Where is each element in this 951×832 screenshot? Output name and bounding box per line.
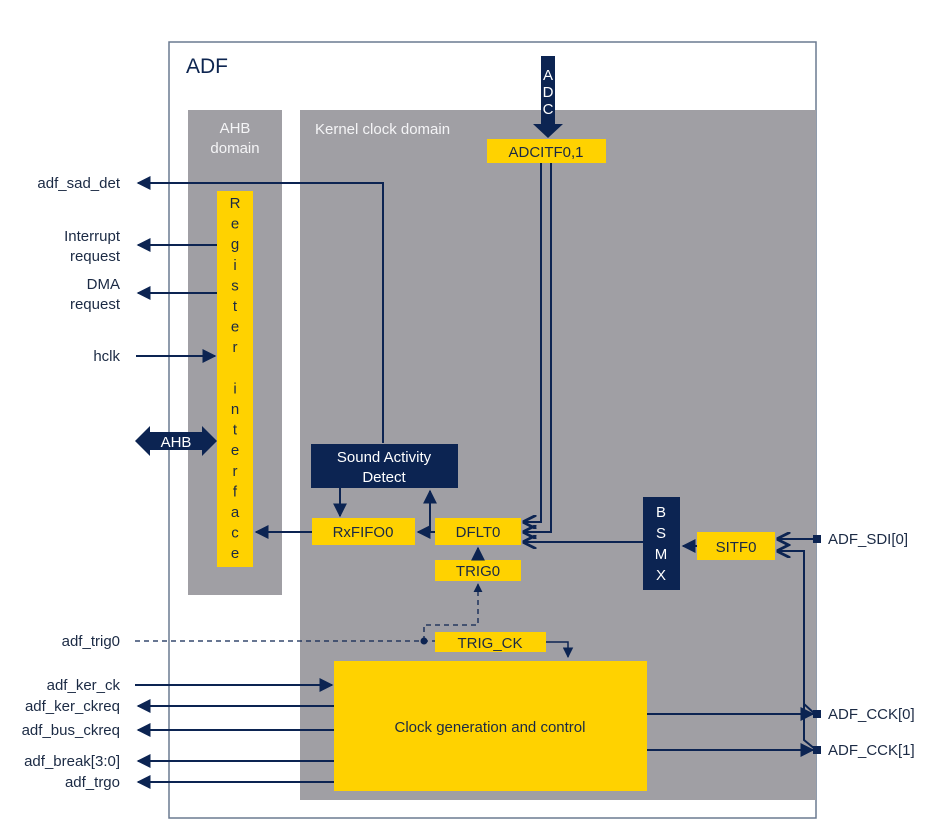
reg-letter: s [231,277,239,294]
reg-letter: e [231,216,239,233]
trig-ck-to-clockgen-line [546,641,574,659]
reg-letter: t [233,422,238,439]
reg-letter: e [231,319,239,336]
reg-letter: i [233,380,236,397]
signal-adf-cck0: ADF_CCK[0] [828,706,915,723]
adc-letter: A [543,67,553,84]
adcitf-to-dflt-line-1 [524,163,542,522]
sdi0-pin [813,535,821,543]
dflt-block[interactable] [435,518,521,545]
signal-adf-break: adf_break[3:0] [24,753,120,770]
signal-adf-sad-det: adf_sad_det [37,175,120,192]
signal-adf-sdi0: ADF_SDI[0] [828,531,908,548]
cck0-pin [813,710,821,718]
sound-activity-detect-block[interactable] [311,444,458,488]
reg-letter: i [233,257,236,274]
adc-input-label: ADC [543,67,554,118]
sitf-label: SITF0 [716,539,757,556]
reg-letter: r [233,463,238,480]
reg-letter: e [231,545,239,562]
signal-adf-bus-ckreq: adf_bus_ckreq [22,722,120,739]
bsmx-letter: X [656,567,666,584]
signal-adf-cck1: ADF_CCK[1] [828,742,915,759]
signal-adf-trig0: adf_trig0 [62,633,120,650]
ahb-domain-label-1: AHB [220,120,251,137]
reg-letter: g [231,236,239,253]
bsmx-block[interactable] [643,497,680,590]
signal-adf-ker-ck: adf_ker_ck [47,677,121,694]
register-interface-block[interactable] [217,191,253,567]
ahb-bus-label: AHB [161,434,192,451]
signal-dma-request-2: request [70,296,121,313]
adf-title: ADF [186,55,228,78]
trig0-block[interactable] [435,560,521,581]
sad-label-1: Sound Activity [337,449,432,466]
sad-det-line [136,176,384,443]
signal-hclk: hclk [93,348,120,365]
adcitf-to-dflt-line-2 [524,163,552,532]
reg-letter: R [230,195,241,212]
reg-letter: r [233,339,238,356]
cck1-pin [813,746,821,754]
reg-letter: c [231,525,239,542]
clock-generation-label: Clock generation and control [395,719,586,736]
ahb-bus-arrow[interactable] [135,426,217,456]
signal-dma-request-1: DMA [87,276,120,293]
trig0-label: TRIG0 [456,563,500,580]
ahb-domain-label-2: domain [210,140,259,157]
reg-letter: a [231,504,240,521]
cck-feedback-line [778,551,805,713]
bsmx-letter: S [656,525,666,542]
reg-letter: e [231,442,239,459]
trig-ck-block[interactable] [435,632,546,652]
trig0-dashed-up [423,583,483,641]
bsmx-letter: B [656,504,666,521]
adcitf-label: ADCITF0,1 [508,144,583,161]
dflt-label: DFLT0 [456,524,501,541]
adc-letter: C [543,101,554,118]
bsmx-letter: M [655,546,668,563]
sitf-block[interactable] [697,532,775,560]
trig-ck-label: TRIG_CK [457,635,522,652]
signal-interrupt-request-1: Interrupt [64,228,121,245]
kernel-domain-label: Kernel clock domain [315,121,450,138]
reg-letter: t [233,298,238,315]
adc-input-arrow [533,56,563,138]
signal-adf-ker-ckreq: adf_ker_ckreq [25,698,120,715]
rxfifo-label: RxFIFO0 [333,524,394,541]
adc-letter: D [543,84,554,101]
rxfifo-block[interactable] [312,518,415,545]
signal-interrupt-request-2: request [70,248,121,265]
adcitf-block[interactable] [487,139,606,163]
signal-adf-trgo: adf_trgo [65,774,120,791]
reg-letter: f [233,483,238,500]
clock-generation-block[interactable] [334,661,647,791]
sad-label-2: Detect [362,469,406,486]
reg-letter: n [231,401,239,418]
